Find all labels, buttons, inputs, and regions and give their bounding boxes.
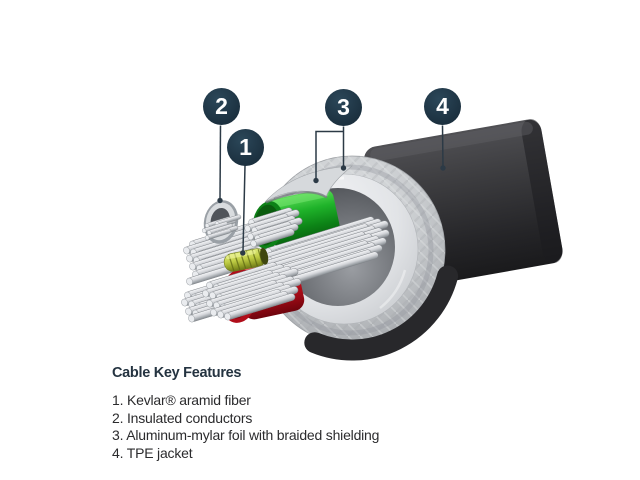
callout-number-4: 4 [436,93,449,119]
callout-number-3: 3 [337,94,350,120]
callout-badge-3: 3 [325,89,362,126]
callout-badge-4: 4 [424,88,461,125]
callout-number-1: 1 [239,134,252,160]
leader-dots [217,165,446,256]
leader-line-1 [242,165,246,252]
leader-dot-2 [217,197,223,204]
leader-dot-3a [313,177,319,184]
callout-badge-2: 2 [203,88,240,125]
jacket-lip [304,265,459,361]
small-insulated-conductor [201,200,242,244]
callout-number-2: 2 [215,93,228,119]
leader-dot-3b [340,165,347,171]
leader-lines [219,125,444,252]
leader-dot-1 [240,250,246,256]
foil-flap [264,165,353,204]
callout-badge-1: 1 [227,129,264,166]
leader-line-4 [441,125,444,167]
leader-dot-4 [440,165,446,171]
feature-item-4: 4. TPE jacket [112,444,193,461]
feature-item-2: 2. Insulated conductors [112,409,253,426]
features-title: Cable Key Features [112,365,242,381]
cable-key-features: Cable Key Features 1. Kevlar® aramid fib… [112,365,379,462]
feature-item-3: 3. Aluminum-mylar foil with braided shie… [112,427,380,443]
leader-line-3 [315,126,345,179]
leader-line-2 [219,125,222,200]
feature-item-1: 1. Kevlar® aramid fiber [112,392,251,408]
